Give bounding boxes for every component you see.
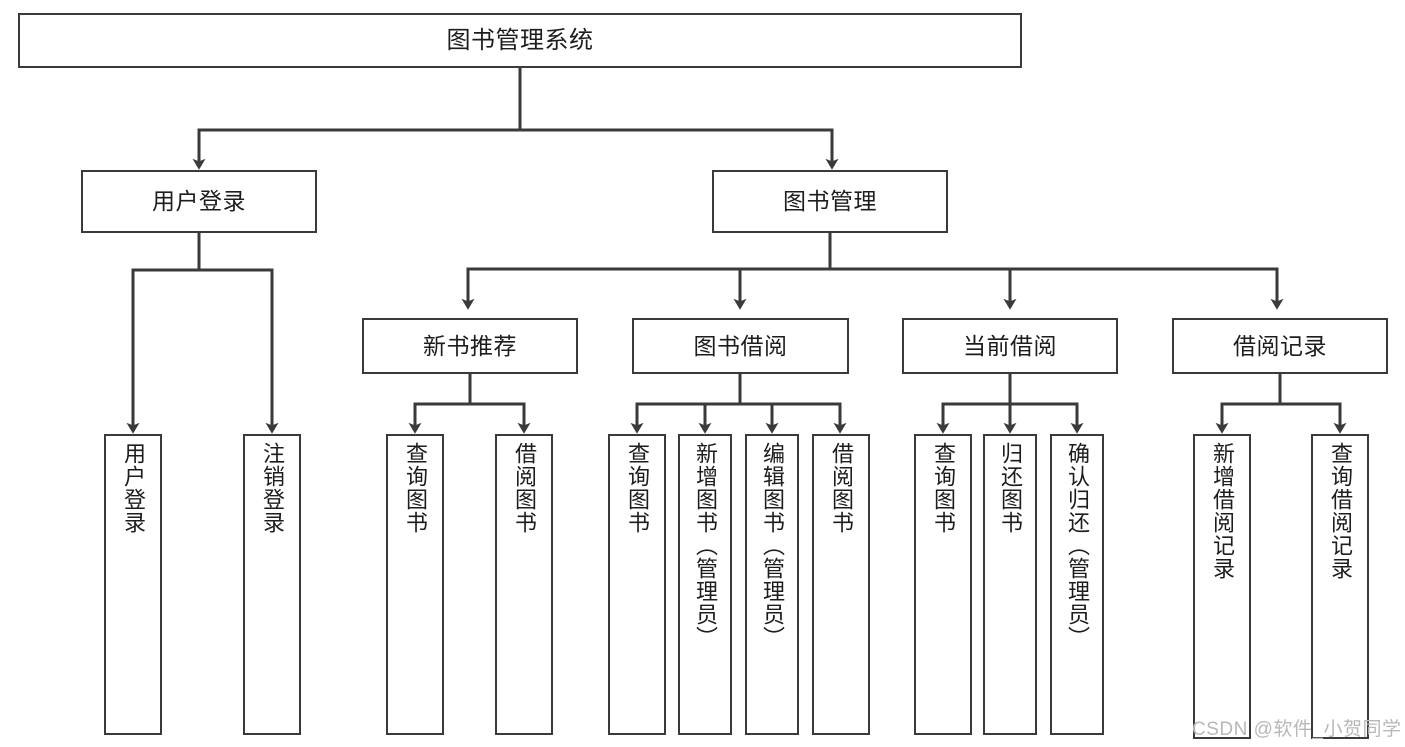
node-leaf-query-record[interactable]: 查询借阅记录 [1311,434,1369,739]
node-leaf-user-login-label: 用户登录 [120,442,146,534]
node-book-manage[interactable]: 图书管理 [712,170,948,233]
node-root[interactable]: 图书管理系统 [18,13,1022,68]
watermark-text: CSDN @软件_小贺同学 [1192,719,1402,740]
node-leaf-edit-book-label: 编辑图书（管理员） [759,442,785,649]
node-leaf-return-book-label: 归还图书 [997,442,1023,534]
node-book-borrow-label: 图书借阅 [693,332,788,359]
node-leaf-user-login[interactable]: 用户登录 [104,434,162,735]
node-book-borrow[interactable]: 图书借阅 [632,318,849,374]
node-leaf-add-record-label: 新增借阅记录 [1209,442,1235,580]
node-leaf-borrow-book-1-label: 借阅图书 [511,442,537,534]
node-leaf-edit-book[interactable]: 编辑图书（管理员） [745,434,799,735]
node-leaf-query-record-label: 查询借阅记录 [1327,442,1353,580]
node-leaf-add-record[interactable]: 新增借阅记录 [1193,434,1251,739]
node-user-login[interactable]: 用户登录 [81,170,317,233]
node-current-borrow-label: 当前借阅 [963,332,1057,359]
node-leaf-return-book[interactable]: 归还图书 [983,434,1037,735]
node-leaf-query-book-2[interactable]: 查询图书 [608,434,666,735]
node-current-borrow[interactable]: 当前借阅 [902,318,1118,374]
node-leaf-query-book-2-label: 查询图书 [624,442,650,534]
node-leaf-query-book-1[interactable]: 查询图书 [386,434,444,735]
node-user-login-label: 用户登录 [152,188,246,214]
node-leaf-logout-login-label: 注销登录 [259,442,285,534]
node-leaf-borrow-book-1[interactable]: 借阅图书 [495,434,553,735]
node-new-book-recommend-label: 新书推荐 [423,332,517,359]
node-borrow-record[interactable]: 借阅记录 [1172,318,1388,374]
node-leaf-query-book-1-label: 查询图书 [402,442,428,534]
node-borrow-record-label: 借阅记录 [1233,332,1327,359]
node-root-label: 图书管理系统 [446,26,594,54]
node-leaf-add-book[interactable]: 新增图书（管理员） [678,434,732,735]
node-new-book-recommend[interactable]: 新书推荐 [362,318,578,374]
node-book-manage-label: 图书管理 [783,188,877,214]
node-leaf-confirm-return[interactable]: 确认归还（管理员） [1050,434,1104,735]
node-leaf-logout-login[interactable]: 注销登录 [243,434,301,735]
node-leaf-add-book-label: 新增图书（管理员） [692,442,718,649]
node-leaf-borrow-book-2[interactable]: 借阅图书 [812,434,870,735]
node-leaf-query-book-3-label: 查询图书 [930,442,956,534]
node-leaf-borrow-book-2-label: 借阅图书 [828,442,854,534]
node-leaf-confirm-return-label: 确认归还（管理员） [1064,442,1090,649]
node-leaf-query-book-3[interactable]: 查询图书 [914,434,972,735]
